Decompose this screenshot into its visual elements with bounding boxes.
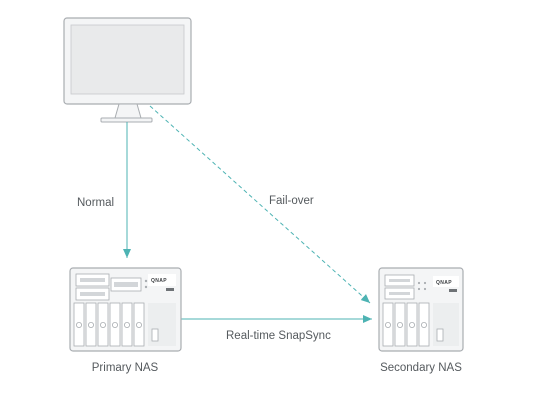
bay-5 xyxy=(121,302,133,347)
bay-1 xyxy=(73,302,85,347)
bay-3 xyxy=(406,302,418,347)
bay-3 xyxy=(97,302,109,347)
primary-nas-label: Primary NAS xyxy=(92,362,159,374)
bay-1 xyxy=(382,302,394,347)
bay-4 xyxy=(109,302,121,347)
brand-logo-secondary: QNAP xyxy=(436,280,452,286)
failover-label: Fail-over xyxy=(269,195,314,207)
bay-2 xyxy=(85,302,97,347)
bay-4 xyxy=(418,302,430,347)
nas-6-bay-icon: QNAP xyxy=(69,267,182,352)
monitor-icon xyxy=(63,17,192,123)
secondary-nas-label: Secondary NAS xyxy=(380,362,462,374)
bay-6 xyxy=(133,302,145,347)
failover-connection xyxy=(149,105,371,304)
normal-label: Normal xyxy=(77,197,114,209)
nas-4-bay-icon: QNAP xyxy=(378,267,464,352)
snapsync-label: Real-time SnapSync xyxy=(226,330,331,342)
brand-logo: QNAP xyxy=(151,278,167,284)
bay-2 xyxy=(394,302,406,347)
